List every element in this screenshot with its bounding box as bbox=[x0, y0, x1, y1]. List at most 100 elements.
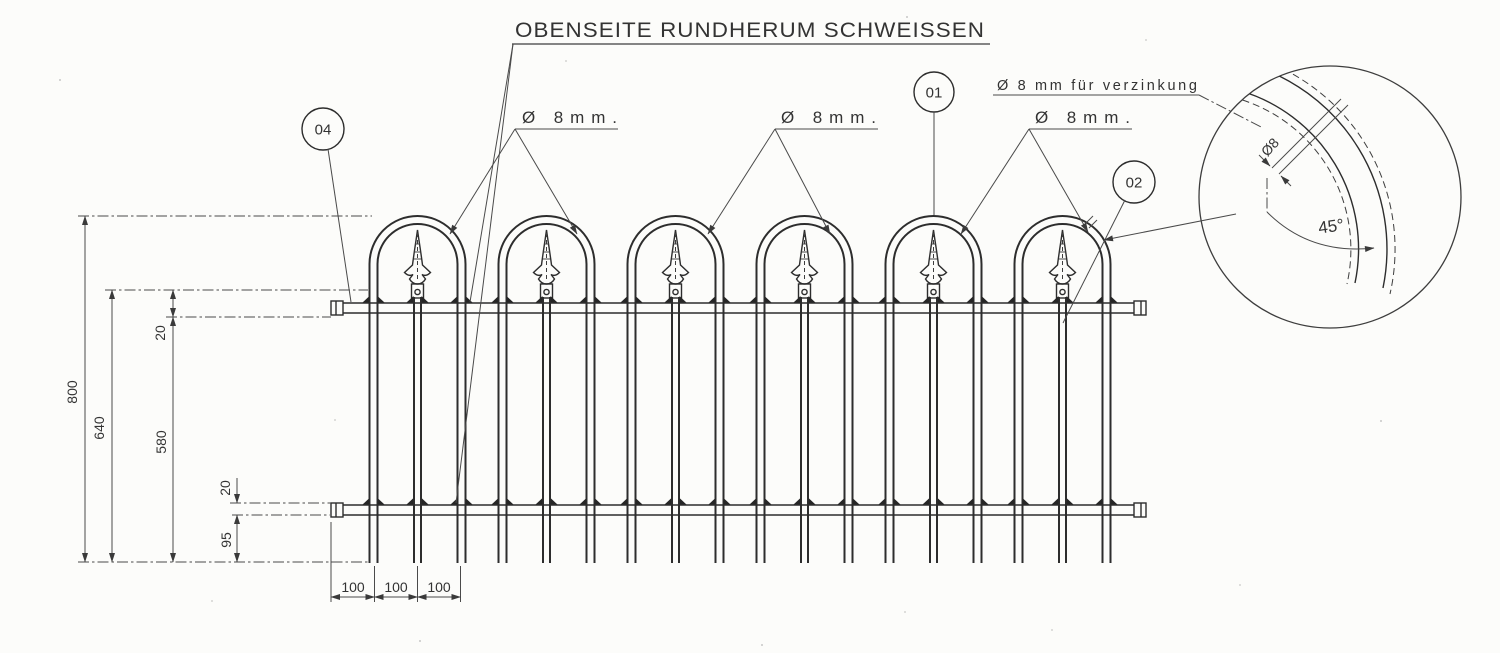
weld-fillet bbox=[491, 498, 514, 505]
fence-assembly bbox=[330, 215, 1147, 563]
dim-clear-between-rails: 580 bbox=[153, 316, 331, 563]
weld-fillet bbox=[579, 296, 602, 303]
weld-fillet bbox=[922, 296, 945, 303]
weld-fillet bbox=[1051, 498, 1074, 505]
dim-top-rail: 20 bbox=[152, 289, 176, 341]
weld-fillet bbox=[837, 296, 860, 303]
weld-fillet bbox=[664, 296, 687, 303]
weld-fillet bbox=[1007, 498, 1030, 505]
balloon-02-circle bbox=[1112, 160, 1156, 204]
weld-fillet bbox=[664, 498, 687, 505]
dim-bottom-rail: 20 bbox=[217, 478, 331, 504]
weld-fillet bbox=[620, 498, 643, 505]
dim-pitch-3: 100 bbox=[427, 579, 451, 595]
tube-callout-3: Ø 8mm. bbox=[960, 108, 1132, 235]
balloon-04: 04 bbox=[301, 107, 352, 303]
tube-callout-2-leader-a bbox=[707, 128, 776, 235]
galvanizing-note-text: Ø 8 mm für verzinkung bbox=[997, 78, 1197, 94]
weld-note-leader-top-rail bbox=[469, 43, 514, 303]
balloon-01-label: 01 bbox=[926, 84, 943, 101]
top-rail-left-cap bbox=[330, 300, 344, 316]
weld-fillet bbox=[878, 296, 901, 303]
weld-fillet bbox=[1007, 296, 1030, 303]
weld-fillet bbox=[450, 498, 473, 505]
weld-fillet bbox=[749, 498, 772, 505]
galvanizing-hole-mark bbox=[1084, 215, 1098, 229]
weld-fillet bbox=[362, 498, 385, 505]
weld-fillet bbox=[922, 498, 945, 505]
top-rail bbox=[330, 300, 1147, 316]
fence-hoop-2 bbox=[497, 215, 596, 563]
weld-fillet bbox=[406, 498, 429, 505]
weld-fillet bbox=[620, 296, 643, 303]
weld-fillet bbox=[535, 296, 558, 303]
weld-fillet bbox=[966, 296, 989, 303]
tube-callout-2-label: Ø 8mm. bbox=[781, 108, 876, 127]
detail-circle bbox=[1198, 65, 1462, 329]
weld-fillet bbox=[708, 296, 731, 303]
dim-top-rail-value: 20 bbox=[152, 325, 168, 341]
weld-fillet bbox=[793, 498, 816, 505]
hole-wall-a bbox=[1271, 98, 1342, 169]
weld-fillet bbox=[450, 296, 473, 303]
balloon-04-leader bbox=[327, 148, 352, 303]
tube-callout-3-leader-a bbox=[960, 128, 1030, 235]
fence-hoop-6 bbox=[1013, 215, 1112, 563]
detail-callout-arrow bbox=[1103, 213, 1237, 242]
weld-fillet bbox=[1051, 296, 1074, 303]
weld-fillet bbox=[491, 296, 514, 303]
dim-mid-height: 640 bbox=[91, 289, 368, 563]
detail-hole-dia-label: Ø8 bbox=[1258, 134, 1283, 159]
bottom-rail-right-cap bbox=[1133, 502, 1147, 518]
weld-note-leader-bottom-rail bbox=[455, 43, 514, 504]
paper-specks bbox=[59, 16, 1382, 646]
weld-fillet bbox=[579, 498, 602, 505]
dim-below-rail: 95 bbox=[218, 514, 330, 563]
tube-callout-1-label: Ø 8mm. bbox=[522, 108, 617, 127]
dim-bar-pitch: 100 100 100 bbox=[330, 522, 461, 602]
weld-fillet bbox=[966, 498, 989, 505]
dim-pitch-1: 100 bbox=[341, 579, 365, 595]
tube-callout-2-leader-b bbox=[774, 128, 831, 235]
detail-hole-angle-label: 45° bbox=[1317, 215, 1345, 237]
hole-wall-b bbox=[1278, 104, 1349, 175]
dim-clear-value: 580 bbox=[153, 430, 169, 454]
weld-fillet bbox=[1095, 498, 1118, 505]
weld-note-text: OBENSEITE RUNDHERUM SCHWEISSEN bbox=[515, 19, 985, 42]
dim-below-rail-value: 95 bbox=[218, 532, 234, 548]
weld-fillet bbox=[878, 498, 901, 505]
weld-fillet bbox=[837, 498, 860, 505]
tube-callout-1-leader-b bbox=[514, 128, 578, 235]
dim-bottom-rail-value: 20 bbox=[217, 480, 233, 496]
balloon-04-label: 04 bbox=[315, 121, 332, 138]
tube-callout-1-leader-a bbox=[449, 128, 516, 235]
weld-note: OBENSEITE RUNDHERUM SCHWEISSEN bbox=[455, 19, 990, 504]
tube-callout-3-leader-b bbox=[1028, 128, 1089, 233]
tube-callout-3-label: Ø 8mm. bbox=[1035, 108, 1130, 127]
balloon-02: 02 bbox=[1062, 160, 1156, 324]
top-rail-right-cap bbox=[1133, 300, 1147, 316]
bottom-rail bbox=[330, 502, 1147, 518]
weld-fillet bbox=[362, 296, 385, 303]
dim-pitch-2: 100 bbox=[384, 579, 408, 595]
dim-total-height-value: 800 bbox=[64, 380, 80, 404]
weld-fillet bbox=[749, 296, 772, 303]
dim-total-height: 800 bbox=[64, 215, 372, 563]
weld-fillet bbox=[406, 296, 429, 303]
balloon-01: 01 bbox=[913, 71, 955, 215]
fence-hoop-3 bbox=[626, 215, 725, 563]
detail-content bbox=[1231, 66, 1396, 295]
weld-fillet bbox=[535, 498, 558, 505]
fence-hoop-5 bbox=[884, 215, 983, 563]
galvanizing-note-leader bbox=[1198, 94, 1264, 129]
fence-hoop-1 bbox=[368, 215, 467, 563]
weld-fillet bbox=[793, 296, 816, 303]
tube-callout-2: Ø 8mm. bbox=[707, 108, 878, 235]
balloon-02-label: 02 bbox=[1126, 174, 1143, 191]
weld-fillet bbox=[1095, 296, 1118, 303]
fence-hoop-4 bbox=[755, 215, 854, 563]
balloon-04-circle bbox=[301, 107, 345, 151]
tube-callout-1: Ø 8mm. bbox=[449, 108, 618, 235]
